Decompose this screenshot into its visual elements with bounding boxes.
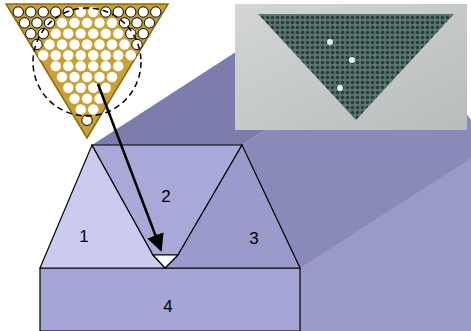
air-hole [88,61,98,71]
photo-hole [337,85,343,91]
air-hole [57,18,67,28]
air-hole [119,39,129,49]
air-hole [26,28,36,38]
air-hole [63,50,73,60]
air-hole [138,7,148,17]
photo-fiber [258,14,454,120]
air-hole [32,18,42,28]
pointer-arrow [98,84,161,250]
air-hole [69,39,79,49]
side-face [300,158,471,331]
air-hole [88,28,98,38]
air-hole [113,28,123,38]
air-hole [107,18,117,28]
photo-hole [327,39,333,45]
air-hole [38,7,48,17]
side-wall [165,145,300,268]
air-hole [82,18,92,28]
air-holes [13,7,161,126]
dashed-circle [33,8,141,116]
air-hole [76,50,86,60]
air-hole [94,18,104,28]
fiber-core [153,255,178,268]
air-hole [76,104,86,114]
air-hole [76,61,86,71]
air-hole [63,61,73,71]
air-hole [13,7,23,17]
fiber-cross-section [6,4,168,138]
air-hole [76,28,86,38]
air-hole [82,72,92,82]
callout-number: 4 [163,298,172,315]
air-hole [82,39,92,49]
air-hole [132,39,142,49]
air-hole [107,72,117,82]
air-hole [151,7,161,17]
air-hole [38,50,48,60]
front-face [40,268,300,331]
air-hole [26,7,36,17]
callout-number: 2 [161,188,170,205]
air-hole [82,93,92,103]
air-hole [51,50,61,60]
air-hole [44,39,54,49]
air-hole [51,61,61,71]
air-hole [88,50,98,60]
air-hole [88,104,98,114]
air-hole [138,28,148,38]
air-hole [69,93,79,103]
air-hole [132,18,142,28]
air-hole [69,72,79,82]
photo-hole [349,57,355,63]
air-hole [57,39,67,49]
air-hole [101,28,111,38]
air-hole [19,18,29,28]
air-hole [63,83,73,93]
photo-inset [235,4,467,130]
air-hole [113,61,123,71]
air-hole [101,61,111,71]
air-hole [126,7,136,17]
air-hole [101,50,111,60]
air-hole [76,83,86,93]
air-hole [113,50,123,60]
air-hole [69,18,79,28]
air-hole [126,50,136,60]
air-hole [57,72,67,82]
air-hole [144,18,154,28]
air-hole [63,28,73,38]
air-hole [88,83,98,93]
air-hole [107,39,117,49]
callout-number: 3 [249,230,258,247]
air-hole [94,72,104,82]
air-hole [51,28,61,38]
air-hole [94,39,104,49]
callout-number: 1 [79,228,88,245]
